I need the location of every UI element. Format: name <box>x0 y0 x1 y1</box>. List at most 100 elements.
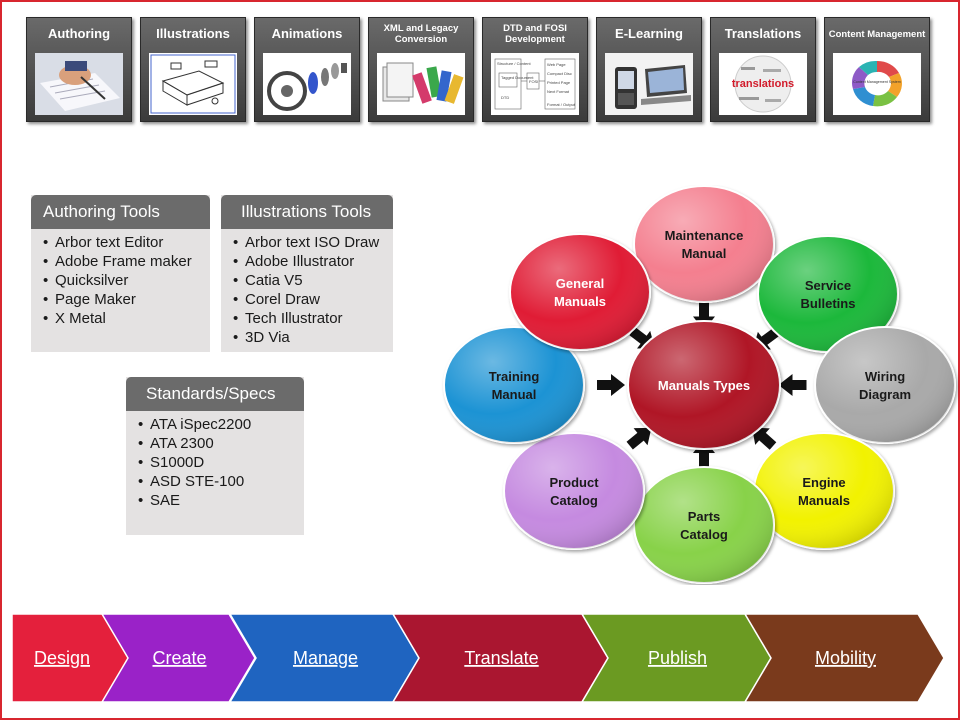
illustration-tools-list: Arbor text ISO Draw Adobe Illustrator Ca… <box>221 233 393 347</box>
tile-content-management[interactable]: Content Management Content Management Sy… <box>824 17 930 122</box>
flow-label: Structure / Content <box>497 61 531 66</box>
process-step-label: Publish <box>648 648 707 668</box>
center-label: Manuals Types <box>658 378 750 393</box>
flow-arrow-icon <box>778 374 807 396</box>
process-step-label: Translate <box>464 648 538 668</box>
node-label: Service <box>805 278 851 293</box>
node-label: Parts <box>688 509 721 524</box>
writing-hand-icon <box>35 53 123 115</box>
standards-title: Standards/Specs <box>126 377 304 411</box>
node-label: Training <box>489 369 540 384</box>
node-label: Wiring <box>865 369 905 384</box>
authoring-tools-box: Authoring Tools Arbor text Editor Adobe … <box>31 195 210 352</box>
list-item: Page Maker <box>43 290 210 309</box>
process-step[interactable]: Create <box>101 614 256 702</box>
manual-types-diagram: MaintenanceManualServiceBulletinsWiringD… <box>443 185 956 584</box>
list-item: ATA 2300 <box>138 434 304 453</box>
tile-dtd-fosi[interactable]: DTD and FOSI Development Structure / Con… <box>482 17 588 122</box>
process-step[interactable]: Translate <box>392 614 609 702</box>
flowchart-icon: Structure / Content Tagged Document DTD … <box>491 53 579 115</box>
illustration-tools-box: Illustrations Tools Arbor text ISO Draw … <box>221 195 393 352</box>
list-item: Corel Draw <box>233 290 393 309</box>
node-label: Product <box>549 475 599 490</box>
illustration-tools-title: Illustrations Tools <box>221 195 393 229</box>
process-step-label: Manage <box>293 648 358 668</box>
list-item: Quicksilver <box>43 271 210 290</box>
node-label: Manuals <box>554 294 606 309</box>
tile-illustrations[interactable]: Illustrations <box>140 17 246 122</box>
flow-label: FOSI <box>529 79 538 84</box>
list-item: Adobe Illustrator <box>233 252 393 271</box>
technical-drawing-icon <box>149 53 237 115</box>
node-label: Catalog <box>550 493 598 508</box>
node-label: Diagram <box>859 387 911 402</box>
list-item: Catia V5 <box>233 271 393 290</box>
process-step-label: Mobility <box>815 648 876 668</box>
tile-label: Illustrations <box>156 26 230 41</box>
sphere-word: translations <box>732 78 794 90</box>
list-item: ASD STE-100 <box>138 472 304 491</box>
flow-label: Printed Page <box>547 80 571 85</box>
process-flow: Design Create Manage Translate Publish Mobili… <box>12 614 944 702</box>
flow-arrow-icon <box>597 374 625 396</box>
tile-label: Authoring <box>47 26 111 41</box>
tile-authoring[interactable]: Authoring <box>26 17 132 122</box>
standards-box: Standards/Specs ATA iSpec2200 ATA 2300 S… <box>126 377 304 535</box>
list-item: Adobe Frame maker <box>43 252 210 271</box>
authoring-tools-title: Authoring Tools <box>31 195 210 229</box>
node-label: Manual <box>682 246 727 261</box>
center-node: Manuals Types <box>627 320 781 450</box>
flow-label: Next Format <box>547 89 570 94</box>
word-sphere-icon: translations <box>719 53 807 115</box>
tile-label: XML and Legacy Conversion <box>383 23 459 45</box>
standards-list: ATA iSpec2200 ATA 2300 S1000D ASD STE-10… <box>126 415 304 510</box>
flow-arrow-icon <box>752 427 777 450</box>
process-step[interactable]: Publish <box>581 614 772 702</box>
tile-e-learning[interactable]: E-Learning <box>596 17 702 122</box>
flow-label: DTD <box>501 95 509 100</box>
node-label: Bulletins <box>801 296 856 311</box>
exploded-gear-icon <box>263 53 351 115</box>
list-item: Tech Illustrator <box>233 309 393 328</box>
flow-arrow-icon <box>626 427 652 450</box>
flow-label: Web Page <box>547 62 566 67</box>
tile-label: Translations <box>724 26 802 41</box>
tile-label: DTD and FOSI Development <box>503 23 567 45</box>
node-label: Engine <box>802 475 845 490</box>
process-step-label: Design <box>34 648 90 668</box>
flow-label: Format / Output <box>547 102 576 107</box>
tile-translations[interactable]: Translations translations <box>710 17 816 122</box>
node-label: Maintenance <box>665 228 744 243</box>
process-step[interactable]: Mobility <box>744 614 944 702</box>
list-item: SAE <box>138 491 304 510</box>
tile-label: Content Management <box>828 28 926 40</box>
tile-xml-conversion[interactable]: XML and Legacy Conversion <box>368 17 474 122</box>
process-step[interactable]: Manage <box>229 614 420 702</box>
cycle-center-text: Content Management System <box>853 80 901 84</box>
flow-label: Tagged Document <box>501 75 534 80</box>
cycle-diagram-icon: Content Management System <box>833 53 921 115</box>
node-label: Manuals <box>798 493 850 508</box>
phone-laptop-icon <box>605 53 693 115</box>
list-item: S1000D <box>138 453 304 472</box>
list-item: Arbor text Editor <box>43 233 210 252</box>
tile-label: Animations <box>271 26 343 41</box>
node-label: Manual <box>492 387 537 402</box>
tile-animations[interactable]: Animations <box>254 17 360 122</box>
node-label: General <box>556 276 604 291</box>
flow-label: Compact Disc <box>547 71 572 76</box>
list-item: 3D Via <box>233 328 393 347</box>
list-item: X Metal <box>43 309 210 328</box>
list-item: Arbor text ISO Draw <box>233 233 393 252</box>
tile-label: E-Learning <box>615 26 683 41</box>
authoring-tools-list: Arbor text Editor Adobe Frame maker Quic… <box>31 233 210 328</box>
document-stack-icon <box>377 53 465 115</box>
